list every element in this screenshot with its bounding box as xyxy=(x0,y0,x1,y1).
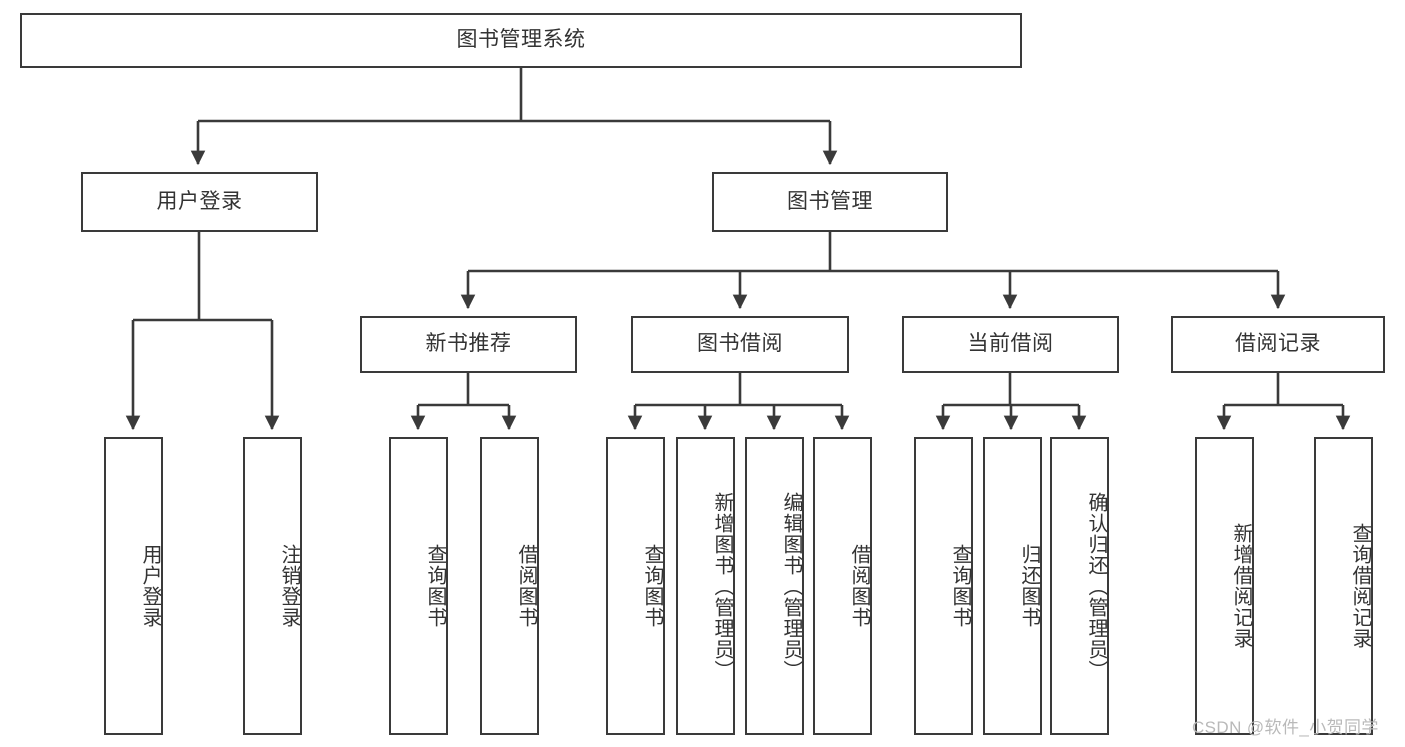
leaf-book-borrow-query-books[interactable]: 查询图书 xyxy=(606,437,665,735)
node-label: 图书管理系统 xyxy=(456,28,586,52)
leaf-new-book-borrow-books[interactable]: 借阅图书 xyxy=(480,437,539,735)
leaf-book-borrow-borrow-books[interactable]: 借阅图书 xyxy=(813,437,872,735)
leaf-borrow-record-query-record[interactable]: 查询借阅记录 xyxy=(1314,437,1373,735)
node-label: 查询图书 xyxy=(424,544,446,628)
node-book-borrowing[interactable]: 图书借阅 xyxy=(631,316,849,373)
node-new-book-recommendation[interactable]: 新书推荐 xyxy=(360,316,577,373)
node-label: 编辑图书（管理员） xyxy=(780,491,802,681)
node-current-borrowing[interactable]: 当前借阅 xyxy=(902,316,1119,373)
leaf-current-borrow-query-books[interactable]: 查询图书 xyxy=(914,437,973,735)
leaf-current-borrow-confirm-return-admin[interactable]: 确认归还（管理员） xyxy=(1050,437,1109,735)
leaf-user-login-login[interactable]: 用户登录 xyxy=(104,437,163,735)
node-label: 查询图书 xyxy=(949,544,971,628)
node-label: 新增借阅记录 xyxy=(1230,523,1252,649)
csdn-watermark: CSDN @软件_小贺同学 xyxy=(1192,718,1379,737)
leaf-current-borrow-return-books[interactable]: 归还图书 xyxy=(983,437,1042,735)
leaf-book-borrow-edit-book-admin[interactable]: 编辑图书（管理员） xyxy=(745,437,804,735)
node-label: 查询借阅记录 xyxy=(1349,523,1371,649)
node-label: 用户登录 xyxy=(156,189,243,213)
node-label: 归还图书 xyxy=(1018,544,1040,628)
node-label: 查询图书 xyxy=(641,544,663,628)
leaf-book-borrow-add-book-admin[interactable]: 新增图书（管理员） xyxy=(676,437,735,735)
node-label: 图书借阅 xyxy=(697,332,783,356)
node-label: 用户登录 xyxy=(139,544,161,628)
node-user-login[interactable]: 用户登录 xyxy=(81,172,318,232)
node-label: 借阅图书 xyxy=(848,544,870,628)
leaf-borrow-record-add-record[interactable]: 新增借阅记录 xyxy=(1195,437,1254,735)
node-root-library-management-system[interactable]: 图书管理系统 xyxy=(20,13,1022,68)
node-label: 借阅记录 xyxy=(1235,332,1321,356)
node-label: 新增图书（管理员） xyxy=(711,491,733,681)
node-label: 当前借阅 xyxy=(967,332,1054,356)
leaf-new-book-query-books[interactable]: 查询图书 xyxy=(389,437,448,735)
node-borrowing-record[interactable]: 借阅记录 xyxy=(1171,316,1385,373)
node-book-management[interactable]: 图书管理 xyxy=(712,172,948,232)
node-label: 新书推荐 xyxy=(425,332,512,356)
node-label: 借阅图书 xyxy=(515,544,537,628)
node-label: 图书管理 xyxy=(787,189,873,213)
node-label: 确认归还（管理员） xyxy=(1085,491,1107,681)
node-label: 注销登录 xyxy=(278,544,300,628)
leaf-user-login-logout[interactable]: 注销登录 xyxy=(243,437,302,735)
